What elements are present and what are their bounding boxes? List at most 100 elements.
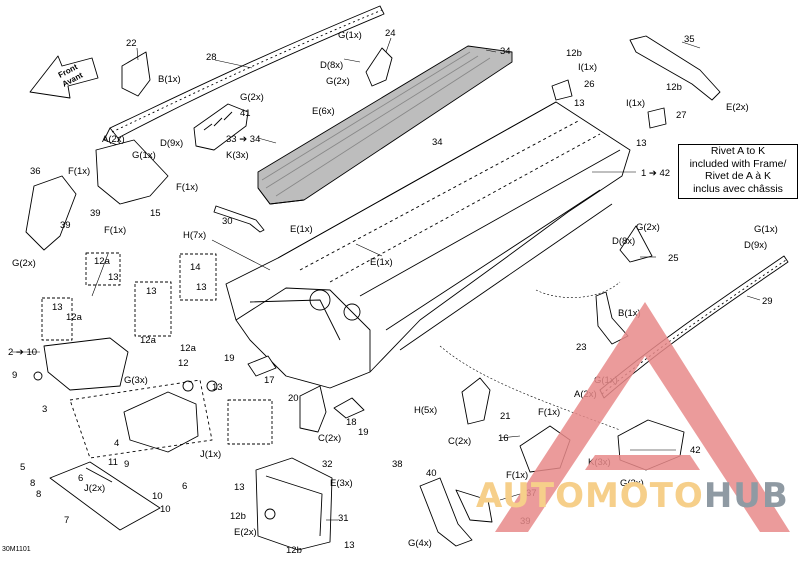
rivet-note-line: inclus avec châssis (693, 182, 783, 195)
callout-11: 11 (108, 457, 118, 468)
callout-24: 24 (385, 28, 396, 39)
callout-10-a: 10 (152, 491, 163, 502)
callout-c2-a: C(2x) (318, 433, 341, 444)
callout-12b-a: 12b (566, 48, 582, 59)
callout-14: 14 (190, 262, 201, 273)
callout-33-34: 33 ➔ 34 (226, 134, 260, 145)
callout-3: 3 (42, 404, 47, 415)
callout-21: 21 (500, 411, 511, 422)
callout-f1-c: F(1x) (104, 225, 126, 236)
bracket-part-35 (629, 35, 721, 101)
callout-12a-c: 12a (140, 335, 157, 346)
callout-13-b: 13 (636, 138, 647, 149)
callout-12a-a: 12a (94, 256, 111, 267)
skid-plate-part-7 (49, 461, 161, 531)
callout-39-a: 39 (90, 208, 101, 219)
callout-8-a: 8 (30, 478, 35, 489)
callout-13-a: 13 (574, 98, 585, 109)
callout-g1-b: G(1x) (132, 150, 156, 161)
bracket-part-20 (299, 385, 327, 433)
callout-b1-a: B(1x) (158, 74, 181, 85)
bracket-part-37-40 (419, 477, 493, 547)
callout-a2-b: A(2x) (574, 389, 597, 400)
callout-e2-b: E(2x) (234, 527, 257, 538)
callout-e2-a: E(2x) (726, 102, 749, 113)
heat-exchanger-panel (257, 45, 513, 205)
callout-16: 16 (498, 433, 509, 444)
callout-40: 40 (426, 468, 437, 479)
bracket-part-22 (121, 51, 151, 97)
callout-i1-a: I(1x) (578, 62, 597, 73)
callout-31: 31 (338, 513, 349, 524)
callout-e6: E(6x) (312, 106, 335, 117)
rivet-note-line: Rivet de A à K (705, 170, 771, 182)
watermark-text: AUTOMOTOHUB (476, 476, 789, 516)
rod-part-30 (213, 205, 265, 233)
callout-g2-c: G(2x) (12, 258, 36, 269)
callout-g4: G(4x) (408, 538, 432, 549)
callout-32: 32 (322, 459, 333, 470)
callout-18: 18 (346, 417, 357, 428)
callout-2-10: 2 ➔ 10 (8, 347, 37, 358)
bumper-part-36 (25, 175, 77, 251)
rail-part-29 (599, 255, 789, 399)
callout-k3-b: K(3x) (588, 457, 611, 468)
callout-13-g: 13 (212, 382, 223, 393)
callout-10-b: 10 (160, 504, 171, 515)
callout-12b-c: 12b (230, 511, 246, 522)
callout-19-b: 19 (358, 427, 369, 438)
bracket-part-21 (461, 377, 491, 425)
callout-j2: J(2x) (84, 483, 105, 494)
callout-g1-a: G(1x) (338, 30, 362, 41)
rivet-note-line: Rivet A to K (710, 145, 766, 157)
callout-f1-d: F(1x) (538, 407, 560, 418)
callout-22: 22 (126, 38, 137, 49)
bracket-part-16 (519, 425, 571, 473)
callout-b1-b: B(1x) (618, 308, 641, 319)
callout-42: 42 (690, 445, 701, 456)
radiator-part-31 (255, 457, 333, 551)
callout-13-c: 13 (108, 272, 119, 283)
callout-e1-a: E(1x) (290, 224, 313, 235)
callout-27: 27 (676, 110, 687, 121)
callout-a2-a: A(2x) (102, 134, 125, 145)
callout-41: 41 (240, 108, 251, 119)
callout-g2-a: G(2x) (326, 76, 350, 87)
callout-9-b: 9 (124, 459, 129, 470)
callout-12b-d: 12b (286, 545, 302, 556)
callout-h7: H(7x) (183, 230, 206, 241)
callout-13-d: 13 (196, 282, 207, 293)
callout-13-e: 13 (146, 286, 157, 297)
callout-12b-b: 12b (666, 82, 682, 93)
callout-d9-b: D(9x) (744, 240, 767, 251)
callout-29: 29 (762, 296, 773, 307)
rivet-note-box: Rivet A to K included with Frame/ Rivet … (678, 144, 798, 199)
bracket-part-25 (619, 225, 653, 263)
rivet-note-line: included with Frame/ (689, 157, 787, 170)
callout-17: 17 (264, 375, 275, 386)
callout-34-b: 34 (432, 137, 443, 148)
callout-20: 20 (288, 393, 299, 404)
callout-13-i: 13 (344, 540, 355, 551)
bracket-part-24 (365, 47, 393, 87)
cover-part-41 (193, 103, 249, 151)
bracket-part-27 (647, 107, 667, 129)
callout-38: 38 (392, 459, 403, 470)
callout-9-a: 9 (12, 370, 17, 381)
drawing-code: 30M1101 (2, 546, 31, 553)
callout-19-a: 19 (224, 353, 235, 364)
callout-d8-a: D(8x) (320, 60, 343, 71)
callout-39-b: 39 (60, 220, 71, 231)
callout-g2-b: G(2x) (240, 92, 264, 103)
plate-part-17 (247, 355, 277, 377)
callout-g1-c: G(1x) (754, 224, 778, 235)
front-suspension-assembly (33, 337, 218, 459)
callout-g2-d: G(2x) (636, 222, 660, 233)
callout-12: 12 (178, 358, 189, 369)
front-arrow-icon (29, 55, 99, 99)
plate-part-18 (333, 397, 365, 419)
callout-i1-b: I(1x) (626, 98, 645, 109)
callout-e3: E(3x) (330, 478, 353, 489)
callout-f1-b: F(1x) (176, 182, 198, 193)
